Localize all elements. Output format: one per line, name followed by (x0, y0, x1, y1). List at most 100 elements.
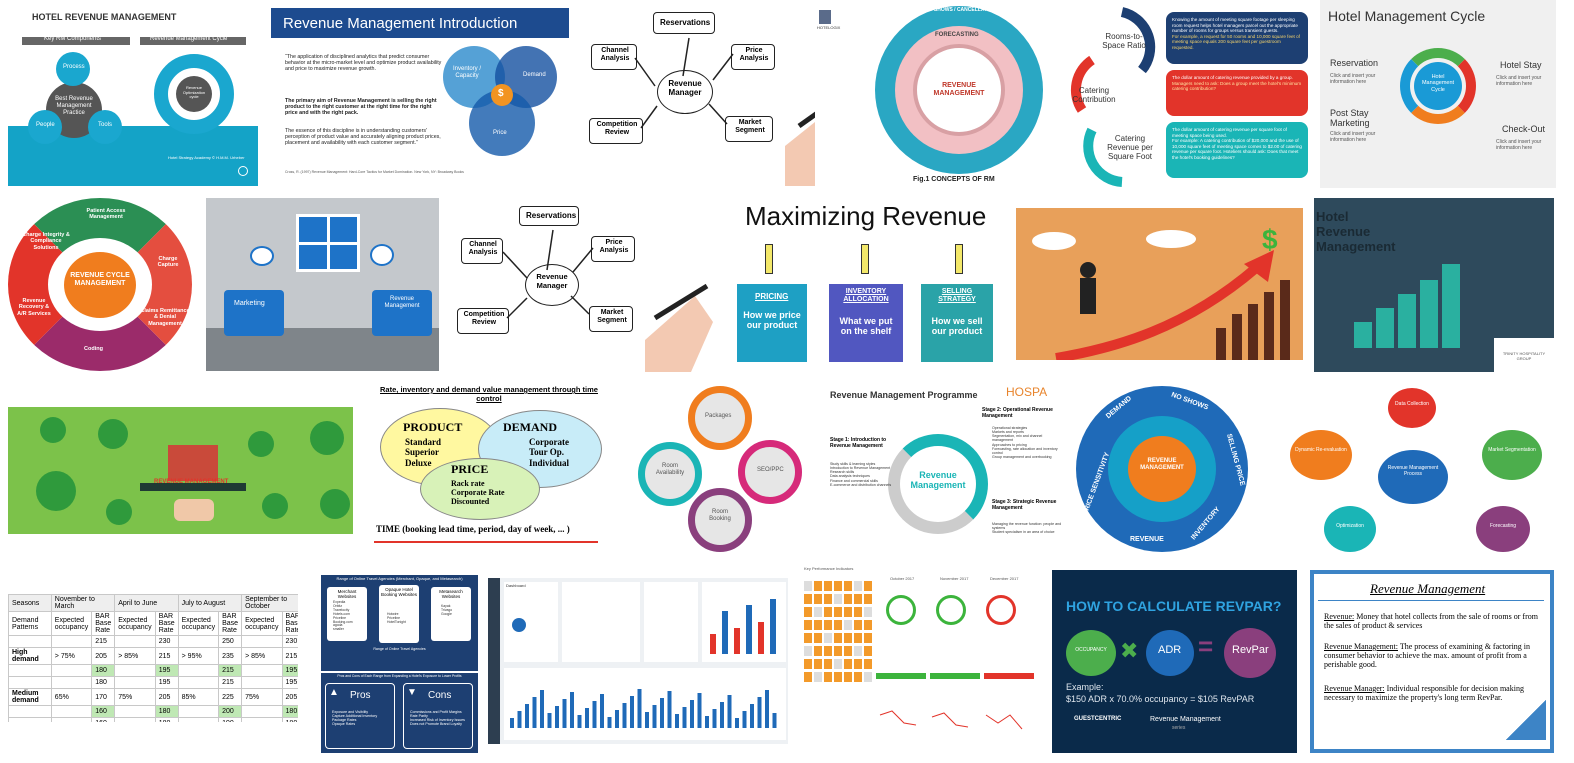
result-tile-revenue-manager-diagram-2[interactable]: Reservations Channel Analysis Price Anal… (455, 200, 725, 372)
result-tile-dashboard-screenshot[interactable]: Dashboard (488, 578, 788, 744)
table-cell: 200 (218, 705, 243, 718)
example-formula: $150 ADR x 70.0% occupancy = $105 RevPAR (1066, 694, 1255, 704)
result-tile-catering-ratios[interactable]: Rooms-to-Space Ratio Catering Contributi… (1062, 0, 1312, 188)
node-channel-analysis: Channel Analysis (461, 238, 503, 264)
calendar-day (844, 581, 852, 591)
ring-oct (886, 595, 916, 625)
calendar-day (854, 672, 862, 682)
calendar-day (814, 633, 822, 643)
dashboard-bar (705, 716, 709, 728)
stage-3: Stage 3: Strategic Revenue Management (992, 499, 1057, 511)
calendar-day (814, 620, 822, 630)
price-ellipse: PRICE Rack rate Corporate Rate Discounte… (420, 458, 540, 520)
node-channel-analysis: Channel Analysis (591, 44, 637, 70)
segment-charge-integrity: Charge Integrity & Compliance Solutions (22, 232, 70, 251)
result-tile-rm-concept-wheel[interactable]: REVENUE MANAGEMENT DEMAND NO SHOWS SELLI… (1070, 384, 1262, 554)
citation: Cross, R. (1997) Revenue Management: Har… (285, 170, 464, 174)
table-cell: 190 (218, 717, 243, 722)
calendar-day (804, 620, 812, 630)
ring-revenue: REVENUE (1130, 536, 1164, 543)
table-cell: 230 (281, 635, 298, 648)
table-cell: 180 (154, 705, 179, 718)
node-market-segmentation: Market Segmentation (1482, 430, 1542, 480)
calendar-day (824, 581, 832, 591)
thumbs-up-icon: ▲ (329, 687, 339, 698)
dashboard-bar (757, 697, 762, 728)
node-dynamic-reevaluation: Dynamic Re-evaluation (1290, 430, 1352, 480)
table-cell: 215 (281, 647, 298, 665)
table-cell: 170 (91, 688, 116, 706)
table-cell (50, 676, 93, 689)
result-tile-online-travel-agencies[interactable]: Range of Online Travel Agencies (Merchan… (321, 575, 478, 753)
result-tile-revenue-cycle-management[interactable]: REVENUE CYCLE MANAGEMENT Patient Access … (8, 198, 196, 371)
result-tile-businessman-growth[interactable]: $ (1016, 208, 1303, 360)
left-header: Key RM Components (22, 36, 130, 45)
calendar-day (854, 581, 862, 591)
hotelogix-logo (819, 10, 831, 24)
range-label: Range of Online Travel Agencies (373, 647, 426, 651)
result-tile-product-demand-price[interactable]: Rate, inventory and demand value managem… (370, 384, 608, 549)
table-cell: 180 (91, 664, 116, 677)
tile-title: Maximizing Revenue (745, 201, 987, 231)
dashboard-bar (742, 711, 747, 728)
table-cell: 215 (154, 647, 179, 665)
table-cell: 195 (281, 664, 298, 677)
node-data-collection: Data Collection (1388, 388, 1436, 428)
table-cell: 215 (218, 664, 243, 677)
result-tile-kpi-dashboard[interactable]: Key Performance Indicators October 2017 … (800, 565, 1038, 751)
table-cell: Medium demand (8, 688, 52, 706)
result-tile-marketing-vs-revenue[interactable]: Marketing Revenue Management (206, 198, 439, 371)
calendar-day (814, 607, 822, 617)
dashboard-bar (592, 701, 597, 728)
hand (174, 499, 214, 521)
table-cell (8, 676, 52, 689)
dashboard-bar (510, 718, 514, 728)
result-tile-rm-process[interactable]: Data Collection Market Segmentation Fore… (1288, 384, 1556, 556)
title-rule (1318, 600, 1544, 601)
result-tile-maximizing-revenue[interactable]: Maximizing Revenue PRICING How we price … (735, 198, 1005, 370)
item-post-stay: Post Stay Marketing (1330, 108, 1370, 129)
result-tile-revenue-management-definitions[interactable]: Revenue Management Revenue: Money that h… (1310, 570, 1554, 753)
tile-title: Range of Online Travel Agencies (Merchan… (336, 576, 463, 581)
result-tile-concepts-of-rm[interactable]: HOTELOGIX REVENUE MANAGEMENT NO SHOWS / … (815, 6, 1047, 186)
table-cell (177, 676, 220, 689)
stage-2-items: Operational strategies Markets and repor… (992, 426, 1058, 459)
node-optimization: Optimization (1324, 506, 1376, 552)
month-dec: December 2017 (990, 576, 1019, 581)
node-market-segment: Market Segment (589, 306, 633, 332)
calendar-day (824, 594, 832, 604)
result-tile-how-to-calculate-revpar[interactable]: HOW TO CALCULATE REVPAR? OCCUPANCY ✖ ADR… (1052, 570, 1297, 753)
connector-arrows (502, 229, 713, 372)
adr-circle: ADR (1146, 630, 1194, 676)
dollar-sign: $ (1262, 224, 1278, 255)
calendar-day (854, 620, 862, 630)
result-tile-revenue-management-icons[interactable]: REVENUE MANAGEMENT (8, 407, 353, 534)
calendar-day (824, 633, 832, 643)
calendar-day (834, 581, 842, 591)
window (296, 214, 360, 272)
stage-3-items: Managing the revenue function: people an… (992, 522, 1062, 535)
calendar-day (824, 607, 832, 617)
result-tile-hotel-management-cycle[interactable]: Hotel Management Cycle Hotel Management … (1320, 0, 1556, 188)
result-tile-hotel-revenue-management[interactable]: HOTEL REVENUE MANAGEMENT Key RM Componen… (8, 6, 258, 186)
result-tile-revenue-management-introduction[interactable]: Revenue Management Introduction “The app… (271, 8, 573, 183)
item-hotel-stay-note: Click and insert your information here (1496, 75, 1542, 87)
calendar-day (824, 659, 832, 669)
calendar-day (834, 594, 842, 604)
table-row: 160180190180 (8, 717, 298, 722)
bed-left: Marketing (224, 290, 284, 336)
quote-2: The primary aim of Revenue Management is… (285, 98, 437, 117)
dashboard-bar (607, 717, 612, 728)
calendar-day (834, 659, 842, 669)
result-tile-hotel-revenue-management-photo[interactable]: Hotel Revenue Management TRINITY HOSPITA… (1314, 198, 1554, 372)
petal-packages: Packages (688, 386, 752, 450)
calendar-day (854, 607, 862, 617)
gauge (512, 618, 526, 632)
result-tile-booking-flower[interactable]: Packages Room Availability SEO/PPC Room … (636, 384, 806, 552)
banner-label: REVENUE MANAGEMENT (154, 479, 229, 485)
result-tile-revenue-management-programme[interactable]: Revenue Management Programme HOSPA Reven… (826, 384, 1062, 554)
series-label: Revenue Management (1150, 716, 1221, 723)
label-catering-contribution: Catering Contribution (1072, 86, 1116, 105)
